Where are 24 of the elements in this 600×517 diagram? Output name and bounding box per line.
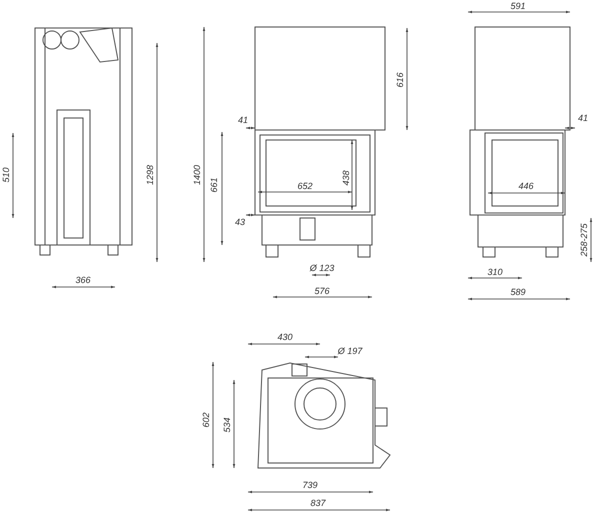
- dimension-label: 43: [235, 217, 245, 227]
- dimension-label: 446: [518, 181, 534, 191]
- dimension-label: 602: [201, 412, 211, 428]
- dimension-label: Ø 197: [338, 346, 362, 356]
- dimension-label: 438: [341, 170, 351, 186]
- dimension-label: 510: [1, 167, 11, 183]
- dimension-label: 1298: [145, 164, 155, 186]
- dimension-label: 739: [302, 480, 318, 490]
- dimension-label: 616: [395, 72, 405, 88]
- dimension-label: 652: [297, 181, 313, 191]
- dimension-label: 661: [209, 177, 219, 193]
- dimension-label: 366: [75, 275, 91, 285]
- dimension-label: 591: [510, 1, 526, 11]
- dimension-label: 310: [487, 267, 503, 277]
- dimension-label: 258-275: [579, 223, 589, 257]
- dimension-label: 837: [310, 498, 326, 508]
- dimension-label: 576: [314, 286, 330, 296]
- dimension-label: 589: [510, 287, 526, 297]
- dimension-label: 41: [238, 115, 248, 125]
- dimension-label: 430: [277, 332, 293, 342]
- dimension-label: 41: [578, 113, 588, 123]
- dimension-label: 534: [222, 417, 232, 433]
- dimension-label: Ø 123: [310, 263, 334, 273]
- dimension-label: 1400: [192, 164, 202, 186]
